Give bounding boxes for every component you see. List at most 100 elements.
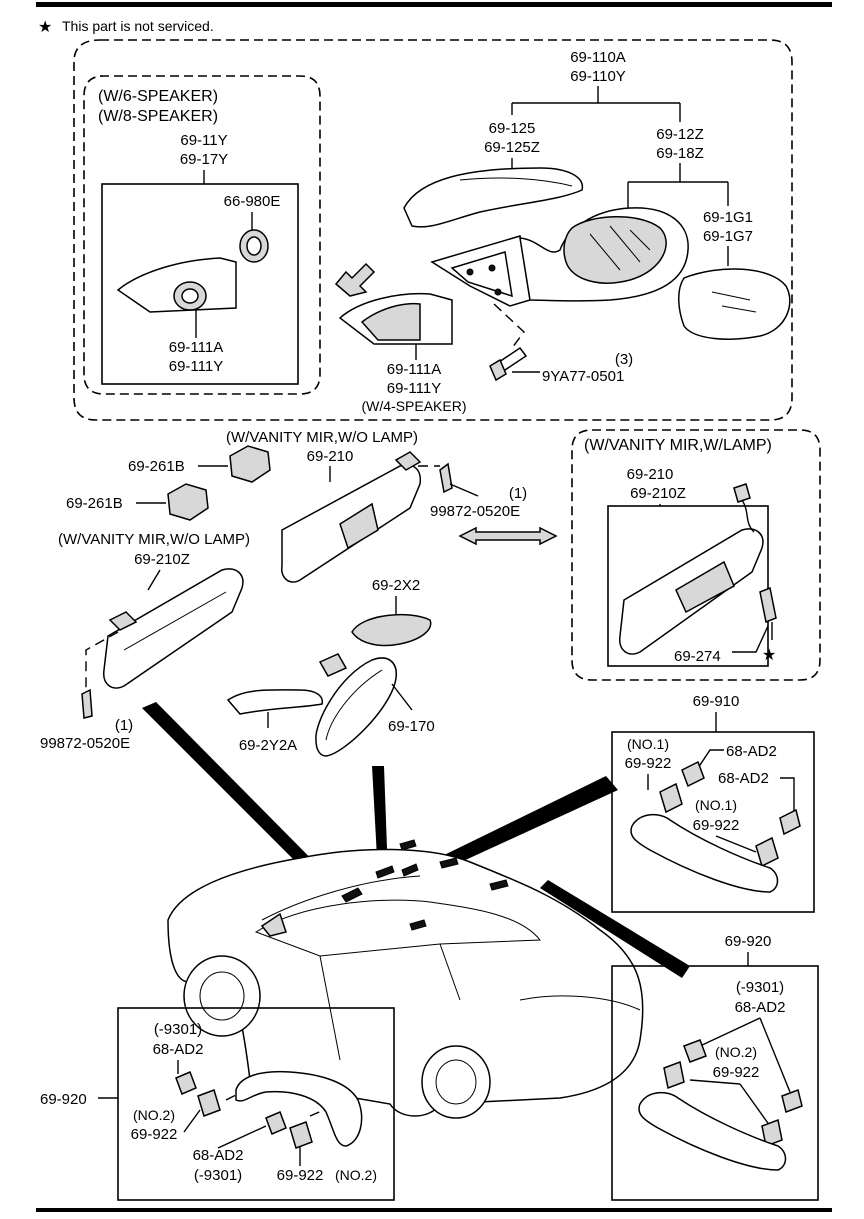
base-hole-2 (488, 264, 496, 272)
label-holder-1: 69-261B (128, 458, 185, 475)
label-bolt-qty: (3) (615, 351, 633, 368)
grip-top-box (611, 731, 815, 913)
room-mirror-stay (318, 653, 348, 677)
garnish-4sp-inner (360, 302, 421, 341)
label-mirror-glass-1: 69-1G1 (703, 209, 753, 226)
label-grip-top-no1-a: (NO.1) (627, 736, 669, 752)
label-grip-left-clip-b: 68-AD2 (193, 1147, 244, 1164)
label-holder-2: 69-261B (66, 495, 123, 512)
base-hole-1 (466, 268, 474, 276)
tree-lines-mid (511, 158, 729, 215)
visor-a-hinge (394, 451, 422, 471)
car-front-hub (199, 971, 245, 1021)
screw-a-body (439, 462, 453, 494)
label-speaker-garnish-2: 69-17Y (180, 151, 228, 168)
car-front-wheel (183, 955, 261, 1037)
car-mirror-detail (260, 912, 287, 937)
callout-wedge-grip-right (540, 880, 690, 978)
exchange-arrow-small (334, 262, 376, 297)
label-mirror-cover-1: 69-125 (489, 120, 536, 137)
label-visor-header-a: (W/VANITY MIR,W/O LAMP) (226, 429, 418, 446)
label-mirror-body-2: 69-18Z (656, 145, 704, 162)
label-grip-right-range: (-9301) (736, 979, 784, 996)
label-mirror-base: 69-2X2 (372, 577, 420, 594)
leader-visor-b (147, 569, 161, 591)
mirror-cover-edge (459, 177, 573, 187)
base-hole-3 (494, 288, 502, 296)
mirror-base-cover (351, 613, 432, 647)
room-mirror-shape (315, 657, 397, 757)
mirror-group-frame (73, 39, 793, 421)
label-speaker-garnish-low-1: 69-111A (169, 339, 224, 356)
grip-right-handle (638, 1091, 787, 1171)
label-grip-left-no2-b: (NO.2) (335, 1167, 377, 1183)
car-rear-hub (435, 1059, 477, 1105)
grip-right-caps (663, 1060, 783, 1148)
label-garnish-4sp-2: 69-111Y (387, 380, 442, 397)
grip-left-caps (197, 1089, 313, 1149)
label-grip-top-part-a: 69-922 (625, 755, 672, 772)
label-grip-right-clip: 68-AD2 (735, 999, 786, 1016)
label-grip-right-no2: (NO.2) (715, 1044, 757, 1060)
label-screw-a-part: 99872-0520E (430, 503, 520, 520)
grip-left-box (117, 1007, 395, 1201)
label-speaker-variant-1: (W/6-SPEAKER) (98, 88, 218, 105)
label-mirror-cover-2: 69-125Z (484, 139, 540, 156)
leader-grip-right-part (689, 1079, 771, 1127)
bulb-shape (759, 586, 777, 624)
note-star: ★ (38, 19, 52, 36)
note-text: This part is not serviced. (62, 18, 214, 34)
label-bulb: 69-274 (674, 648, 721, 665)
mirror-base-plate (450, 251, 513, 298)
label-grip-right-assy: 69-920 (725, 933, 772, 950)
bolt-guide-dash (493, 303, 525, 349)
room-mirror-edge (325, 669, 383, 741)
label-room-mirror: 69-170 (388, 718, 435, 735)
car-trunk-line (519, 995, 641, 1011)
label-speaker-garnish-low-2: 69-111Y (169, 358, 224, 375)
holder-2-shape (167, 483, 209, 521)
visor-b-inner (123, 591, 227, 651)
speaker-ring-center (246, 236, 262, 256)
label-garnish-4sp-3: (W/4-SPEAKER) (361, 398, 466, 414)
label-visor-b: 69-210Z (134, 551, 190, 568)
mirror-glass-reflect (711, 291, 757, 313)
grip-right-clips (683, 1039, 803, 1113)
label-grip-top-clip-b: 68-AD2 (718, 770, 769, 787)
label-grip-top-assy: 69-910 (693, 693, 740, 710)
label-visor-c-1: 69-210 (627, 466, 674, 483)
bottom-rule (36, 1208, 832, 1212)
leader-grip-top-part-b (715, 835, 757, 853)
label-speaker-variant-2: (W/8-SPEAKER) (98, 108, 218, 125)
speaker-inner-box (101, 183, 299, 385)
grip-right-box (611, 965, 819, 1201)
label-screw-b-qty: (1) (115, 717, 133, 734)
label-grip-left-range-b: (-9301) (194, 1167, 242, 1184)
label-mirror-glass-2: 69-1G7 (703, 228, 753, 245)
top-rule (36, 2, 832, 7)
grip-left-handle (235, 1070, 363, 1147)
car-roof-line (261, 875, 421, 921)
label-visor-header-b: (W/VANITY MIR,W/O LAMP) (58, 531, 250, 548)
label-speaker-garnish-1: 69-11Y (180, 132, 227, 149)
visor-c-connector (733, 483, 751, 503)
leader-screw-a (449, 483, 479, 497)
holder-1-shape (229, 445, 271, 483)
exchange-arrow-visor (458, 526, 558, 546)
screw-b-body (81, 688, 93, 719)
leader-grip-top-clip-a (697, 749, 724, 769)
label-grip-top-no1-b: (NO.1) (695, 797, 737, 813)
car-rear-wheel (421, 1045, 491, 1119)
label-visor-c-2: 69-210Z (630, 485, 686, 502)
label-mirror-assy-1: 69-110A (570, 49, 626, 66)
visor-b-screw-dash (85, 631, 119, 690)
label-grip-top-clip-a: 68-AD2 (726, 743, 777, 760)
label-grip-left-part-a: 69-922 (131, 1126, 178, 1143)
leader-room-mirror (391, 683, 413, 711)
label-visor-a: 69-210 (307, 448, 354, 465)
visor-b-hinge (108, 611, 138, 631)
housing-detail (589, 225, 651, 271)
bolt-head (489, 358, 507, 382)
